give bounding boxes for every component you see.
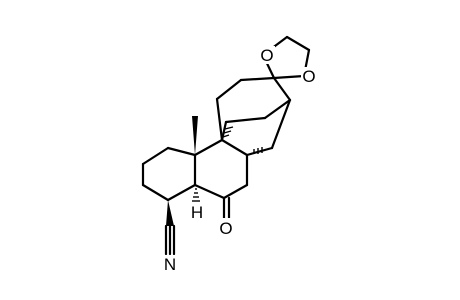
nitrile-wedge-bond bbox=[166, 200, 174, 226]
atom-labels: O O O H N bbox=[162, 46, 317, 274]
stereo-bonds bbox=[166, 116, 263, 226]
junction-hashed-bond-right bbox=[253, 147, 263, 154]
junction-hashed-bond bbox=[222, 126, 234, 138]
methyl-wedge-bond bbox=[192, 116, 198, 155]
atom-label-oxygen-lower: O bbox=[302, 67, 315, 86]
bonds bbox=[141, 35, 311, 256]
atom-label-oxygen-ketone: O bbox=[219, 219, 232, 238]
hydrogen-hashed-bond bbox=[192, 188, 200, 202]
atom-label-oxygen-upper: O bbox=[260, 46, 273, 65]
atom-label-nitrogen: N bbox=[164, 255, 176, 274]
atom-label-hydrogen: H bbox=[191, 203, 203, 222]
